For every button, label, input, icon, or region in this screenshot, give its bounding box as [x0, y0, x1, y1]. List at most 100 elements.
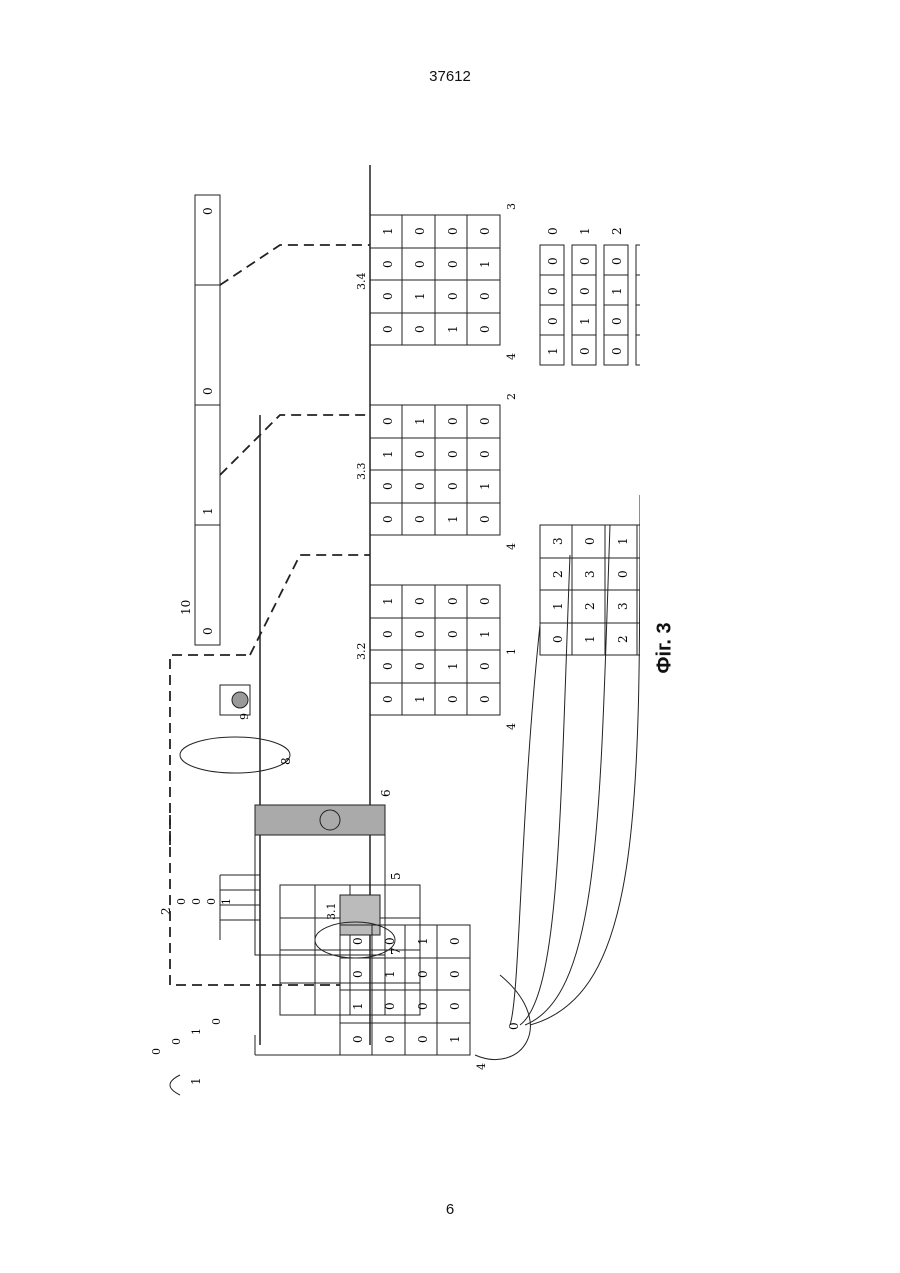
svg-text:1: 1 [416, 937, 430, 945]
svg-text:0: 0 [446, 597, 460, 605]
svg-text:0: 0 [478, 227, 492, 235]
svg-text:0: 0 [546, 317, 560, 325]
label-7: 7 [389, 947, 403, 955]
svg-text:0: 0 [446, 450, 460, 458]
svg-text:0: 0 [446, 417, 460, 425]
figure-caption: Фіг. 3 [654, 622, 677, 673]
svg-text:0: 0 [446, 227, 460, 235]
svg-text:4: 4 [505, 723, 518, 730]
svg-text:0: 0 [381, 630, 395, 638]
svg-text:4: 4 [505, 543, 518, 550]
label-8: 8 [279, 757, 293, 765]
input2-bit: 0 [190, 898, 203, 905]
svg-text:0: 0 [413, 662, 427, 670]
svg-text:0: 0 [383, 1035, 397, 1043]
matrix-3-2: 0001 1000 0100 0010 3.2 4 1 [355, 585, 518, 730]
svg-text:0: 0 [446, 260, 460, 268]
svg-text:0: 0 [610, 347, 624, 355]
matrix-3-3: 0010 0001 1000 0100 3.3 4 2 [355, 393, 518, 550]
register-bit: 0 [201, 207, 215, 215]
svg-text:1: 1 [610, 287, 624, 295]
svg-text:0: 0 [413, 597, 427, 605]
label-6: 6 [379, 789, 393, 797]
code-row: 0 0 1 0 2 [604, 227, 628, 365]
node-0-label: 0 [507, 1022, 521, 1030]
svg-text:0: 0 [446, 482, 460, 490]
svg-text:0: 0 [578, 347, 592, 355]
svg-text:0: 0 [546, 257, 560, 265]
label-10: 10 [179, 600, 193, 615]
svg-text:3: 3 [616, 602, 630, 610]
feedback-curves [475, 495, 640, 1060]
svg-text:1: 1 [381, 597, 395, 605]
svg-text:0: 0 [446, 630, 460, 638]
svg-text:0: 0 [551, 635, 565, 643]
svg-text:0: 0 [383, 937, 397, 945]
svg-text:0: 0 [478, 417, 492, 425]
svg-text:1: 1 [478, 260, 492, 268]
input1-bit: 0 [210, 1018, 223, 1025]
svg-text:1: 1 [583, 635, 597, 643]
svg-text:2: 2 [505, 393, 518, 400]
input1-bit: 0 [170, 1038, 183, 1045]
svg-text:0: 0 [578, 287, 592, 295]
svg-text:0: 0 [478, 597, 492, 605]
code-row: 0001 3 [636, 227, 640, 365]
input2-bit: 0 [175, 898, 188, 905]
svg-text:0: 0 [610, 317, 624, 325]
svg-text:1: 1 [381, 227, 395, 235]
svg-text:1: 1 [413, 292, 427, 300]
svg-text:0: 0 [413, 515, 427, 523]
input2-bit: 0 [205, 898, 218, 905]
label-3-2: 3.2 [355, 643, 368, 661]
lens-8 [180, 737, 290, 773]
svg-text:0: 0 [381, 417, 395, 425]
svg-text:3: 3 [505, 203, 518, 210]
svg-text:0: 0 [616, 570, 630, 578]
svg-text:0: 0 [381, 662, 395, 670]
svg-text:0: 0 [478, 515, 492, 523]
svg-text:1: 1 [446, 662, 460, 670]
svg-text:0: 0 [413, 630, 427, 638]
code-row: 0100 1 [572, 227, 596, 365]
svg-text:0: 0 [413, 450, 427, 458]
svg-text:1: 1 [578, 227, 592, 235]
svg-text:3: 3 [583, 570, 597, 578]
svg-text:0: 0 [381, 260, 395, 268]
svg-text:0: 0 [446, 292, 460, 300]
sequence-table: 0123 1230 2301 3012 [540, 525, 640, 655]
label-9: 9 [238, 713, 251, 720]
svg-text:2: 2 [610, 227, 624, 235]
label-3-4: 3.4 [355, 273, 368, 291]
svg-text:1: 1 [413, 695, 427, 703]
svg-text:0: 0 [446, 695, 460, 703]
svg-text:0: 0 [381, 292, 395, 300]
svg-text:0: 0 [478, 662, 492, 670]
svg-text:4: 4 [505, 353, 518, 360]
svg-text:1: 1 [413, 417, 427, 425]
svg-text:1: 1 [446, 515, 460, 523]
svg-text:0: 0 [416, 970, 430, 978]
svg-text:0: 0 [448, 937, 462, 945]
svg-text:3: 3 [551, 537, 565, 545]
block-5: 5 [280, 872, 420, 1015]
input1-bit: 0 [150, 1048, 163, 1055]
svg-text:0: 0 [351, 1035, 365, 1043]
svg-text:0: 0 [381, 482, 395, 490]
svg-text:1: 1 [616, 537, 630, 545]
svg-text:1: 1 [578, 317, 592, 325]
svg-text:4: 4 [475, 1063, 488, 1070]
page-number: 6 [0, 1201, 900, 1218]
svg-text:0: 0 [583, 537, 597, 545]
svg-text:0: 0 [478, 292, 492, 300]
svg-text:1: 1 [383, 970, 397, 978]
svg-text:1: 1 [446, 325, 460, 333]
svg-text:1: 1 [448, 1035, 462, 1043]
svg-text:0: 0 [413, 260, 427, 268]
svg-text:0: 0 [448, 1002, 462, 1010]
svg-text:0: 0 [351, 937, 365, 945]
svg-text:0: 0 [413, 325, 427, 333]
svg-text:2: 2 [551, 570, 565, 578]
svg-text:0: 0 [381, 325, 395, 333]
svg-text:0: 0 [610, 257, 624, 265]
